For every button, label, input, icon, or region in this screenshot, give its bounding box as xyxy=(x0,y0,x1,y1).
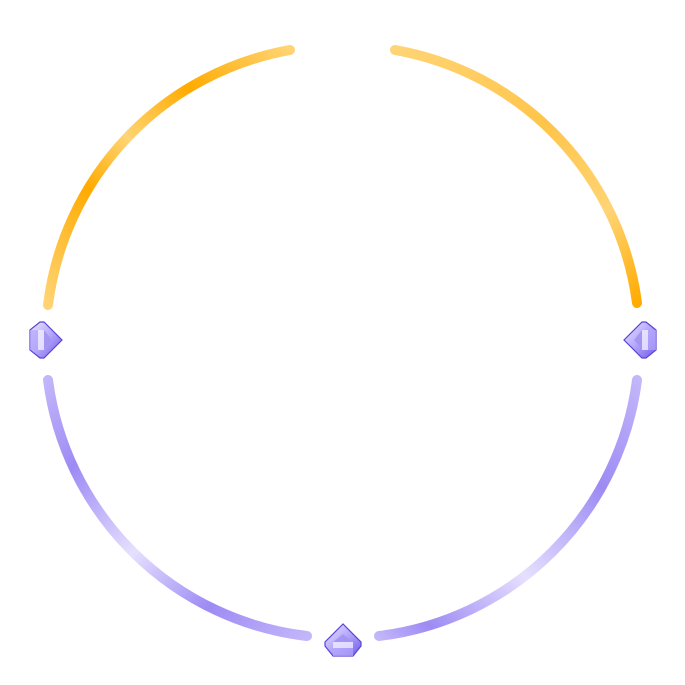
bottom-left-arc xyxy=(43,375,312,641)
top-right-arc xyxy=(390,45,642,308)
gem-right-icon xyxy=(623,321,657,359)
gem-bottom-icon xyxy=(324,623,362,657)
bottom-right-arc xyxy=(374,375,642,641)
top-left-arc xyxy=(43,45,295,310)
gem-left-icon xyxy=(29,321,63,359)
